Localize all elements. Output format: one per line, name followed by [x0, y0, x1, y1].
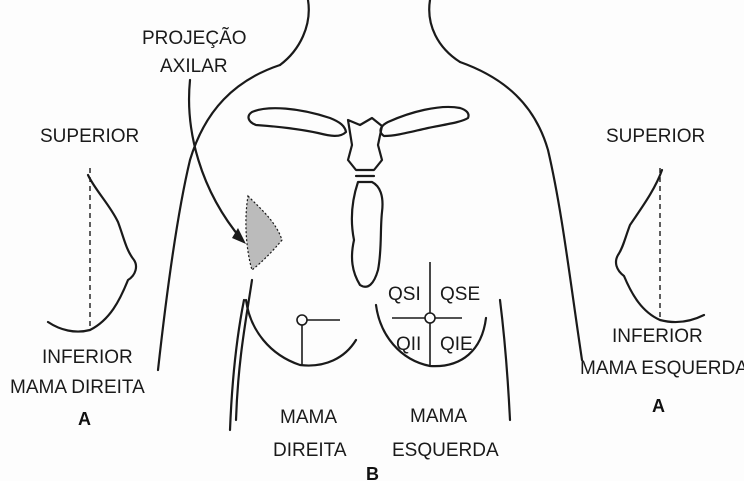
left-inferior-label: INFERIOR: [42, 347, 133, 368]
left-breast-name-label: MAMA DIREITA: [10, 377, 145, 398]
axillary-projection-label-2: AXILAR: [160, 56, 228, 77]
right-panel-letter: A: [652, 396, 665, 416]
center-mama-direita-line1: MAMA: [280, 407, 337, 428]
quadrant-qsi-label: QSI: [388, 284, 421, 305]
center-panel-letter: B: [366, 464, 379, 481]
right-inferior-label: INFERIOR: [612, 326, 703, 347]
quadrant-qie-label: QIE: [440, 334, 473, 355]
right-breast-name-label: MAMA ESQUERDA: [580, 358, 744, 379]
center-mama-esquerda-line2: ESQUERDA: [392, 440, 499, 461]
left-breast-profile: [614, 168, 706, 324]
torso-outline: [156, 0, 584, 432]
quadrant-qii-label: QII: [396, 334, 421, 355]
clavicles: [247, 105, 470, 138]
sternum: [346, 116, 384, 288]
center-mama-esquerda-line1: MAMA: [410, 406, 467, 427]
left-panel-letter: A: [78, 409, 91, 429]
axillary-tail: [188, 78, 283, 272]
quadrant-qse-label: QSE: [440, 284, 480, 305]
front-breasts: [244, 262, 488, 368]
axillary-projection-label-1: PROJEÇÃO: [142, 27, 247, 49]
right-breast-profile: [46, 168, 138, 333]
left-superior-label: SUPERIOR: [40, 126, 139, 147]
right-superior-label: SUPERIOR: [606, 126, 705, 147]
center-mama-direita-line2: DIREITA: [273, 440, 347, 461]
